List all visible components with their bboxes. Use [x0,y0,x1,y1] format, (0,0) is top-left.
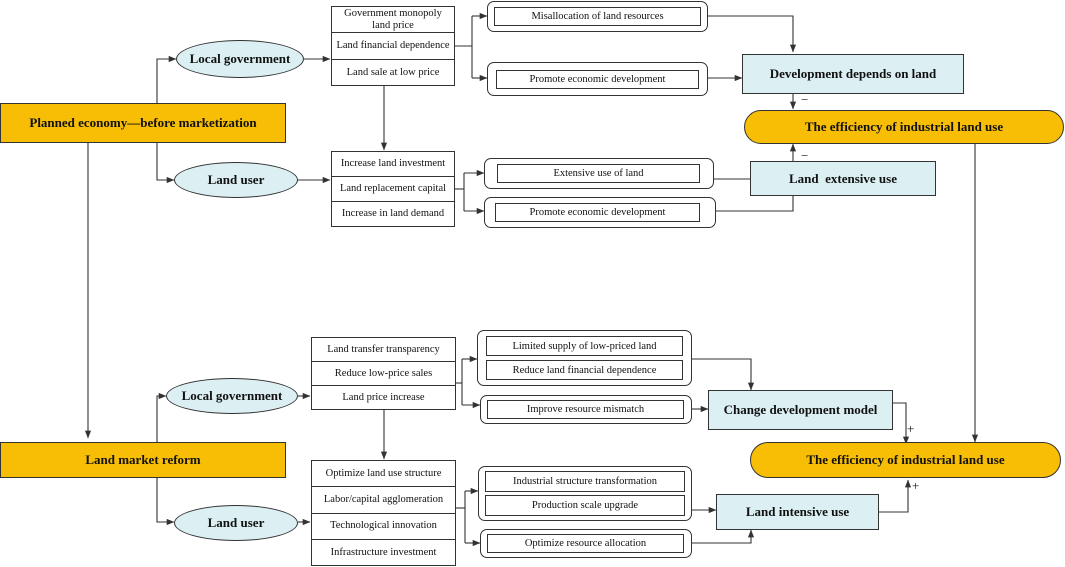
bottom-land-user-label: Land user [207,515,265,530]
bottom-user-factors: Optimize land use structure Labor/capita… [311,460,456,566]
land-extensive-use: Land extensive use [750,161,936,196]
effect-reduce-land-financial-dependence: Reduce land financial dependence [486,360,683,380]
top-land-user-label: Land user [207,172,265,187]
bottom-efficiency-of-industrial-land-use: The efficiency of industrial land use [750,442,1061,478]
land-intensive-use: Land intensive use [716,494,879,530]
top-efficiency-label: The efficiency of industrial land use [804,119,1004,134]
effect-top-user-promote-economic-development: Promote economic development [495,203,700,222]
top-negative-sign-b: − [801,148,809,163]
bottom-positive-sign-a: + [907,421,915,436]
effect-supply-group: Limited supply of low-priced land Reduce… [477,330,692,386]
top-negative-sign-a: − [801,92,809,107]
effect-industrial-structure-transformation: Industrial structure transformation [485,471,685,492]
effect-allocation-group: Optimize resource allocation [480,529,692,558]
root-land-market-reform-label: Land market reform [85,452,201,467]
bottom-government-factors: Land transfer transparency Reduce low-pr… [311,337,456,410]
factor-labor-capital-agglomeration: Labor/capital agglomeration [312,487,455,514]
bottom-land-user: Land user [174,505,298,541]
effect-top-gov-promote-economic-development: Promote economic development [496,70,699,89]
change-development-model-label: Change development model [723,402,878,417]
effect-limited-supply-of-low-priced-land: Limited supply of low-priced land [486,336,683,356]
factor-government-monopoly-land-price: Government monopoly land price [332,7,454,34]
factor-technological-innovation: Technological innovation [312,514,455,540]
effect-extensive-group: Extensive use of land [484,158,714,189]
effect-structure-group: Industrial structure transformation Prod… [478,466,692,521]
factor-land-financial-dependence: Land financial dependence [332,33,454,60]
top-government-factors: Government monopoly land price Land fina… [331,6,455,86]
root-planned-economy-label: Planned economy—before marketization [29,115,257,130]
factor-increase-in-land-demand: Increase in land demand [341,208,445,220]
factor-infrastructure-investment: Infrastructure investment [330,546,437,558]
bottom-local-government-label: Local government [181,388,283,403]
bottom-efficiency-label: The efficiency of industrial land use [806,452,1005,467]
factor-land-replacement-capital: Land replacement capital [332,177,454,202]
factor-land-transfer-transparency: Land transfer transparency [312,338,455,362]
top-efficiency-of-industrial-land-use: The efficiency of industrial land use [744,110,1064,144]
development-depends-on-land: Development depends on land [742,54,964,94]
effect-mismatch-group: Improve resource mismatch [480,395,692,424]
development-depends-on-land-label: Development depends on land [769,66,937,81]
bottom-local-government: Local government [166,378,298,414]
effect-production-scale-upgrade: Production scale upgrade [485,495,685,516]
factor-land-price-increase: Land price increase [342,391,425,403]
factor-reduce-low-price-sales: Reduce low-price sales [312,362,455,386]
factor-optimize-land-use-structure: Optimize land use structure [312,461,455,488]
top-local-government-label: Local government [189,51,291,66]
land-extensive-use-label: Land extensive use [789,170,897,186]
effect-extensive-use-of-land: Extensive use of land [497,164,700,183]
top-land-user: Land user [174,162,298,198]
effect-misallocation-of-land-resources: Misallocation of land resources [494,7,701,26]
effect-misallocation-group: Misallocation of land resources [487,1,708,32]
factor-land-sale-at-low-price: Land sale at low price [346,66,440,78]
land-intensive-use-label: Land intensive use [745,504,850,519]
effect-optimize-resource-allocation: Optimize resource allocation [487,534,684,553]
effect-top-gov-promote-group: Promote economic development [487,62,708,96]
top-local-government: Local government [176,40,304,78]
effect-improve-resource-mismatch: Improve resource mismatch [487,400,684,419]
root-land-market-reform: Land market reform [0,442,286,478]
root-planned-economy: Planned economy—before marketization [0,103,286,143]
factor-increase-land-investment: Increase land investment [332,152,454,177]
change-development-model: Change development model [708,390,893,430]
effect-top-user-promote-group: Promote economic development [484,197,716,228]
bottom-positive-sign-b: + [912,478,920,493]
top-user-factors: Increase land investment Land replacemen… [331,151,455,227]
